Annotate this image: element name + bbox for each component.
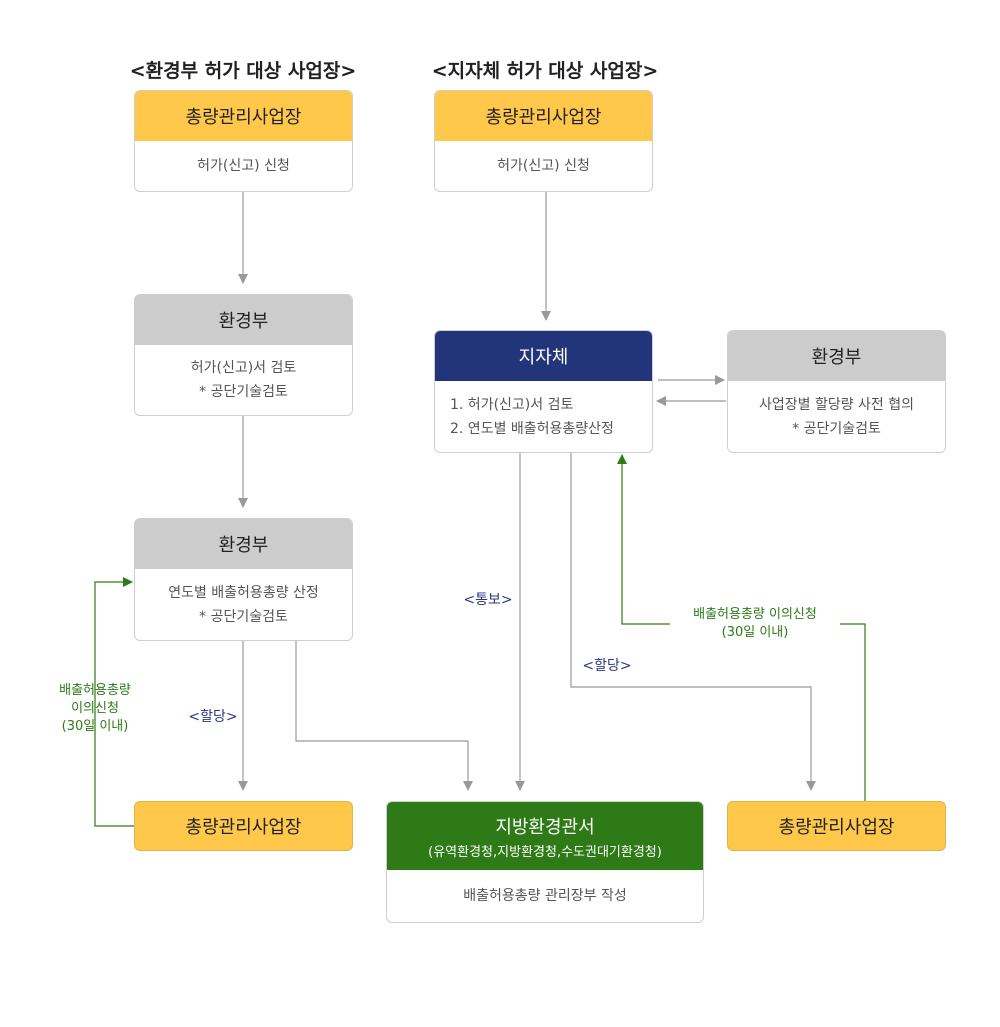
left-label-objection: 배출허용총량 이의신청 (30일 이내) [40, 682, 150, 736]
right-box3-body-line2: * 공단기술검토 [792, 420, 881, 437]
right-box-site: 총량관리사업장 [727, 801, 946, 851]
right-box3-body-line1: 사업장별 할당량 사전 협의 [758, 396, 915, 413]
heading-env-ministry: <환경부 허가 대상 사업장> [129, 60, 357, 82]
arrow-right-allot [570, 453, 816, 791]
right-label-allot: <할당> [582, 658, 632, 674]
left-box3-title: 환경부 [135, 519, 352, 569]
left-box1-body: 허가(신고) 신청 [197, 158, 290, 174]
center-body: 배출허용총량 관리장부 작성 [463, 888, 627, 904]
left-box-review: 환경부 허가(신고)서 검토 * 공단기술검토 [134, 294, 353, 416]
right-objection-line1: 배출허용총량 이의신청 [693, 607, 817, 622]
center-title: 지방환경관서 [495, 816, 595, 838]
heading-local-gov: <지자체 허가 대상 사업장> [431, 60, 659, 82]
left-box-permit-request: 총량관리사업장 허가(신고) 신청 [134, 90, 353, 192]
right-box2-body-line1: 1. 허가(신고)서 검토 [450, 396, 574, 413]
left-box3-body-line1: 연도별 배출허용총량 산정 [168, 584, 319, 601]
left-box1-title: 총량관리사업장 [135, 91, 352, 141]
arrow-left-to-center [295, 641, 473, 791]
right-box2-body-line2: 2. 연도별 배출허용총량산정 [450, 420, 614, 437]
right-objection-line2: (30일 이내) [721, 625, 789, 640]
right-box3-title: 환경부 [728, 331, 945, 381]
left-box2-body-line2: * 공단기술검토 [199, 384, 288, 400]
left-box2-title: 환경부 [135, 295, 352, 345]
right-label-objection: 배출허용총량 이의신청 (30일 이내) [670, 606, 840, 642]
right-box-permit-request: 총량관리사업장 허가(신고) 신청 [434, 90, 653, 192]
left-label-allot: <할당> [188, 709, 238, 725]
left-objection-line1: 배출허용총량 [59, 683, 131, 698]
left-objection-line3: (30일 이내) [61, 719, 129, 734]
left-box-site: 총량관리사업장 [134, 801, 353, 851]
right-box-local-gov: 지자체 1. 허가(신고)서 검토 2. 연도별 배출허용총량산정 [434, 330, 653, 453]
right-box-env-ministry: 환경부 사업장별 할당량 사전 협의 * 공단기술검토 [727, 330, 946, 453]
center-subtitle: (유역환경청,지방환경청,수도권대기환경청) [428, 844, 662, 860]
left-box2-body-line1: 허가(신고)서 검토 [190, 360, 297, 376]
left-objection-line2: 이의신청 [71, 701, 119, 716]
left-box3-body-line2: * 공단기술검토 [199, 608, 288, 625]
center-box-regional-office: 지방환경관서 (유역환경청,지방환경청,수도권대기환경청) 배출허용총량 관리장… [386, 801, 704, 923]
right-label-notice: <통보> [463, 592, 513, 608]
right-box1-title: 총량관리사업장 [435, 91, 652, 141]
arrow-left-objection [94, 577, 134, 827]
left-box-calc: 환경부 연도별 배출허용총량 산정 * 공단기술검토 [134, 518, 353, 641]
right-box2-title: 지자체 [435, 331, 652, 381]
right-box1-body: 허가(신고) 신청 [497, 158, 590, 174]
